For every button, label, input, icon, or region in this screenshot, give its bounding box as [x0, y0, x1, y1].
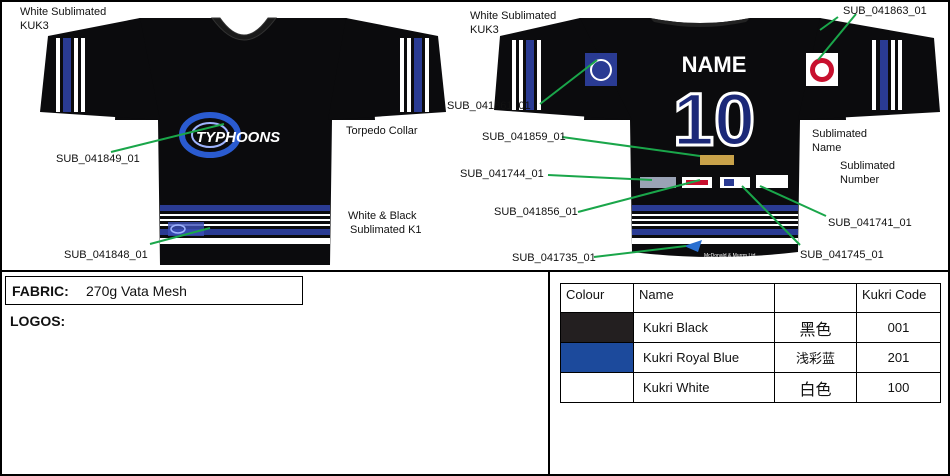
- back-jersey: NAME 10 McDonald & Murrm Ltd: [494, 18, 940, 259]
- back-number-text: 10: [673, 78, 755, 161]
- section-divider: [0, 270, 950, 272]
- front-top-label-2: KUK3: [20, 20, 49, 32]
- sublimated-number-label-2: Number: [840, 174, 880, 186]
- colour-swatch-royal-blue: [560, 342, 634, 373]
- colour-code: 201: [856, 342, 941, 373]
- logo-code-sponsor-5: SUB_041745_01: [800, 249, 884, 261]
- header-blank: [774, 283, 857, 313]
- sublimated-number-label-1: Sublimated: [840, 160, 896, 172]
- sponsor-patch-1: [700, 155, 734, 165]
- logo-code-sponsor-2: SUB_041744_01: [460, 168, 544, 180]
- logo-code-sponsor-1: SUB_041859_01: [482, 131, 566, 143]
- colour-table-header: Colour Name Kukri Code: [560, 283, 941, 313]
- torpedo-collar-label: Torpedo Collar: [346, 125, 418, 137]
- svg-text:TYPHOONS: TYPHOONS: [196, 129, 280, 146]
- colour-table: Colour Name Kukri Code Kukri Black 黑色 00…: [560, 283, 941, 403]
- colour-name: Kukri Royal Blue: [633, 342, 775, 373]
- logo-code-shoulder-right: SUB_041863_01: [843, 5, 927, 17]
- logo-code-sponsor-4: SUB_041741_01: [828, 217, 912, 229]
- colour-name-chinese: 黑色: [774, 312, 857, 343]
- colour-name-chinese: 白色: [774, 372, 857, 403]
- sponsor-patch-2: [640, 177, 676, 188]
- sponsor-patch-5: [756, 175, 788, 188]
- colour-code: 100: [856, 372, 941, 403]
- back-left-sleeve-stripes: [512, 40, 541, 110]
- header-colour: Colour: [560, 283, 634, 313]
- colour-name-chinese: 浅彩蓝: [774, 342, 857, 373]
- colour-swatch-white: [560, 372, 634, 403]
- front-jersey: TYPHOONS: [40, 17, 446, 265]
- back-right-sleeve-stripes: [872, 40, 902, 110]
- sponsor-patch-4: [720, 177, 750, 188]
- colour-name: Kukri White: [633, 372, 775, 403]
- logo-code-chest: SUB_041849_01: [56, 153, 140, 165]
- jersey-artwork: TYPHOONS: [40, 13, 940, 265]
- table-row: Kukri White 白色 100: [560, 372, 941, 403]
- header-kukri-code: Kukri Code: [856, 283, 941, 313]
- front-left-sleeve-stripes: [56, 38, 85, 112]
- front-bottom-label-2: Sublimated K1: [350, 224, 422, 236]
- front-bottom-label-1: White & Black: [348, 210, 417, 222]
- logo-code-sponsor-3: SUB_041856_01: [494, 206, 578, 218]
- logo-code-shoulder-left: SUB_041861_01: [447, 100, 531, 112]
- back-top-label-1: White Sublimated: [470, 10, 557, 22]
- colour-name: Kukri Black: [633, 312, 775, 343]
- back-name-text: NAME: [682, 52, 747, 77]
- colour-code: 001: [856, 312, 941, 343]
- logo-code-hem: SUB_041848_01: [64, 249, 148, 261]
- front-hem-stripes: [160, 205, 330, 244]
- sublimated-name-label-1: Sublimated: [812, 128, 868, 140]
- fabric-value: 270g Vata Mesh: [86, 283, 187, 299]
- back-hem-stripes: [632, 205, 798, 244]
- column-divider: [548, 271, 550, 476]
- header-name: Name: [633, 283, 775, 313]
- fabric-box: FABRIC: 270g Vata Mesh: [5, 276, 303, 305]
- shoulder-logo-left: [585, 53, 617, 86]
- colour-swatch-black: [560, 312, 634, 343]
- callout-leaders: [110, 13, 857, 258]
- fabric-label: FABRIC:: [12, 283, 69, 299]
- svg-text:McDonald & Murrm Ltd: McDonald & Murrm Ltd: [704, 253, 756, 259]
- back-top-label-2: KUK3: [470, 24, 499, 36]
- logo-code-sponsor-6: SUB_041735_01: [512, 252, 596, 264]
- front-top-label-1: White Sublimated: [20, 6, 107, 18]
- logos-label: LOGOS:: [10, 313, 66, 329]
- table-row: Kukri Black 黑色 001: [560, 312, 941, 343]
- front-right-sleeve-stripes: [400, 38, 429, 112]
- table-row: Kukri Royal Blue 浅彩蓝 201: [560, 342, 941, 373]
- sublimated-name-label-2: Name: [812, 142, 842, 154]
